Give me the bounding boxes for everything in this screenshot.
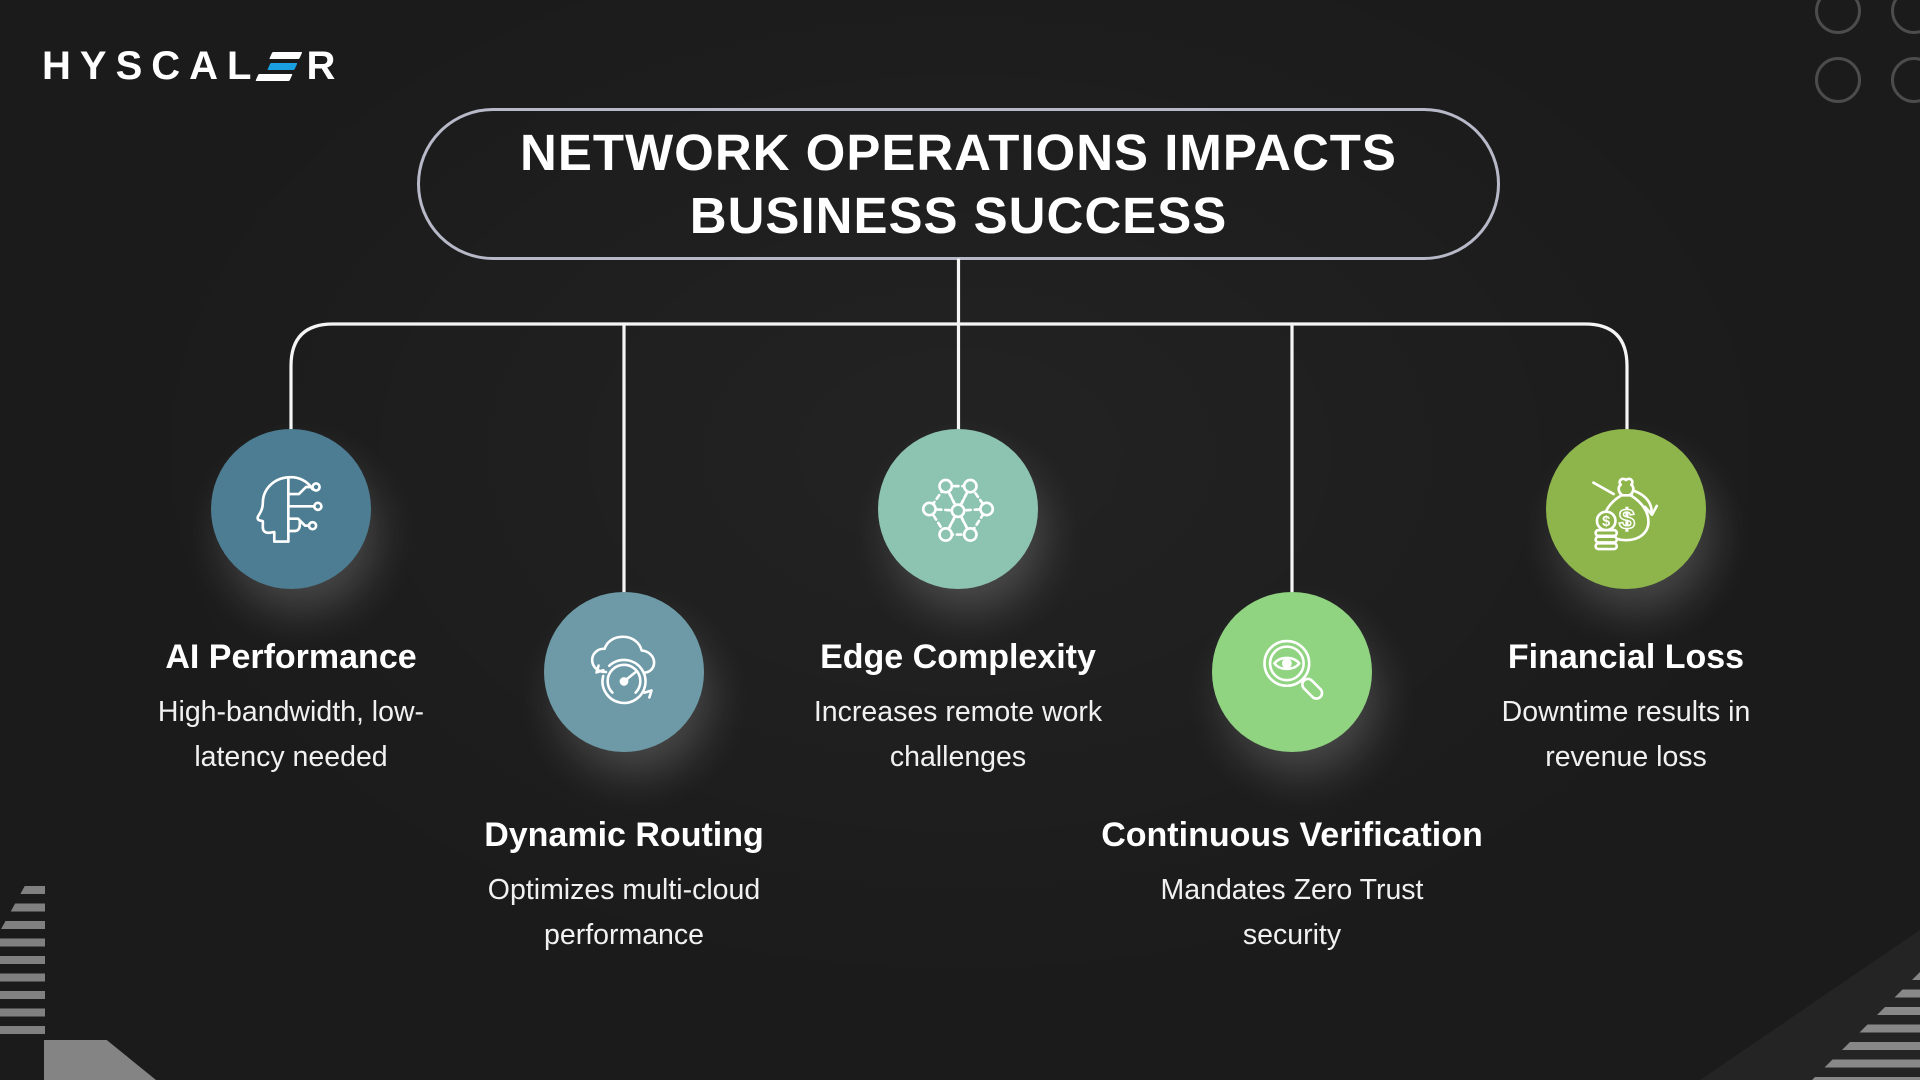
node-label-dynamic-routing: Dynamic Routing Optimizes multi-cloud pe… [394,816,854,958]
dollar-glyph-small: $ [1602,514,1610,530]
main-title-pill: NETWORK OPERATIONS IMPACTS BUSINESS SUCC… [417,108,1500,260]
main-title-line2: BUSINESS SUCCESS [689,187,1228,244]
node-description: Optimizes multi-cloud performance [487,874,761,951]
mesh-network-icon [921,478,995,542]
logo-text-prefix: HYSCAL [42,44,261,88]
node-title: AI Performance [165,638,417,676]
node-circle-dynamic-routing [544,592,704,752]
node-circle-edge-complexity [878,429,1038,589]
deco-circle [1815,0,1861,34]
node-title: Financial Loss [1507,638,1745,676]
deco-circle [1815,57,1861,103]
node-label-edge-complexity: Edge Complexity Increases remote work ch… [728,638,1188,780]
node-title: Dynamic Routing [484,816,764,854]
node-circle-financial-loss: $ $ [1546,429,1706,589]
cloud-gauge-icon [590,635,656,705]
logo-text-suffix: R [306,44,345,88]
node-description: Downtime results in revenue loss [1501,696,1751,773]
node-title: Edge Complexity [820,638,1096,676]
node-description: High-bandwidth, low-latency needed [157,696,425,773]
magnifier-eye-icon [1263,639,1324,700]
deco-circle [1891,0,1920,34]
main-title-line1: NETWORK OPERATIONS IMPACTS [520,124,1397,181]
ai-head-circuit-icon [256,475,323,543]
node-label-financial-loss: Financial Loss Downtime results in reven… [1396,638,1856,780]
node-label-ai-performance: AI Performance High-bandwidth, low-laten… [61,638,521,780]
node-title: Continuous Verification [1101,816,1483,854]
money-bag-loss-icon: $ $ [1592,477,1659,551]
deco-circle [1891,57,1920,103]
node-description: Increases remote work challenges [813,696,1103,773]
node-circle-ai-performance [211,429,371,589]
node-label-continuous-verification: Continuous Verification Mandates Zero Tr… [1062,816,1522,958]
dollar-glyph: $ [1619,504,1635,536]
node-circle-continuous-verification [1212,592,1372,752]
hyscaler-logo: HYSCAL R [42,44,344,89]
node-description: Mandates Zero Trust security [1160,874,1424,951]
